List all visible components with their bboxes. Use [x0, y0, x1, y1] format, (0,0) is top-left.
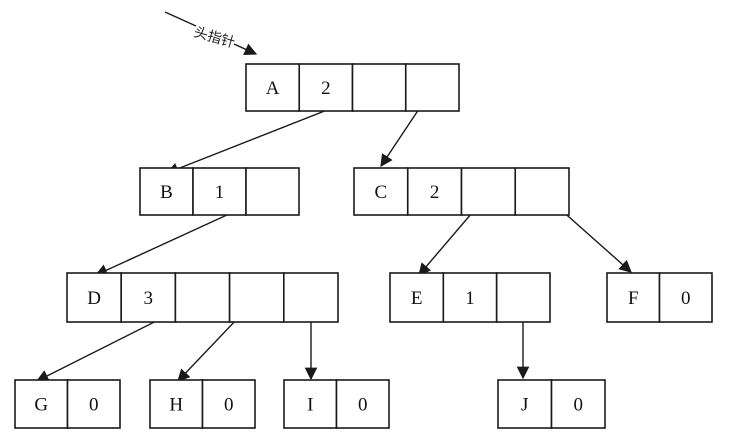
node-b-degree-cell	[192, 167, 247, 216]
node-b-data-cell	[139, 167, 194, 216]
node-d-degree-text: 3	[144, 288, 154, 309]
node-j-data-text: J	[521, 395, 528, 416]
node-e-pointer-cell	[495, 272, 551, 323]
node-e-data-text: E	[411, 288, 423, 309]
node-i-degree-text: 0	[358, 395, 368, 416]
node-f-data-cell	[606, 272, 661, 323]
head-pointer-label: 头指针	[192, 24, 237, 51]
node-f-degree-text: 0	[681, 288, 691, 309]
node-a-pointer-cell	[351, 63, 407, 112]
node-h-degree-cell	[201, 379, 256, 429]
node-a-pointer-cell	[404, 63, 460, 112]
node-b-data-text: B	[160, 182, 173, 203]
node-a-degree-cell	[298, 63, 354, 112]
node-i-data-cell	[283, 379, 338, 429]
node-c-degree-text: 2	[430, 182, 440, 203]
node-d-data-text: D	[87, 288, 101, 309]
node-d-data-cell	[66, 272, 123, 323]
node-g-data-text: G	[34, 395, 48, 416]
node-i-data-text: I	[307, 395, 313, 416]
node-g-degree-cell	[66, 379, 121, 429]
node-h-degree-text: 0	[224, 395, 234, 416]
node-c-data-cell	[353, 167, 409, 216]
node-c-degree-cell	[406, 167, 463, 216]
node-c-data-text: C	[375, 182, 388, 203]
node-g-data-cell	[14, 379, 69, 429]
node-a-degree-text: 2	[321, 78, 331, 99]
node-i-degree-cell	[335, 379, 390, 429]
node-h-data-text: H	[169, 395, 183, 416]
node-h-data-cell	[149, 379, 204, 429]
node-g-degree-text: 0	[89, 395, 99, 416]
node-e-degree-cell	[442, 272, 498, 323]
node-b-degree-text: 1	[215, 182, 225, 203]
node-f-degree-cell	[658, 272, 713, 323]
head-pointer-arrow	[233, 43, 258, 56]
head-pointer-line-a	[164, 11, 197, 27]
node-e-data-cell	[389, 272, 445, 323]
node-b-pointer-cell	[245, 167, 300, 216]
node-j-degree-cell	[550, 379, 606, 429]
head-pointer: 头指针	[164, 11, 258, 56]
node-d-pointer-cell	[228, 272, 285, 323]
node-a-data-text: A	[266, 78, 280, 99]
node-c-pointer-cell	[460, 167, 517, 216]
node-f-data-text: F	[628, 288, 639, 309]
node-d-pointer-cell	[282, 272, 339, 323]
node-e-degree-text: 1	[465, 288, 475, 309]
node-d-pointer-cell	[174, 272, 231, 323]
node-c-pointer-cell	[514, 167, 570, 216]
edges-layer	[35, 87, 632, 382]
node-j-degree-text: 0	[574, 395, 584, 416]
